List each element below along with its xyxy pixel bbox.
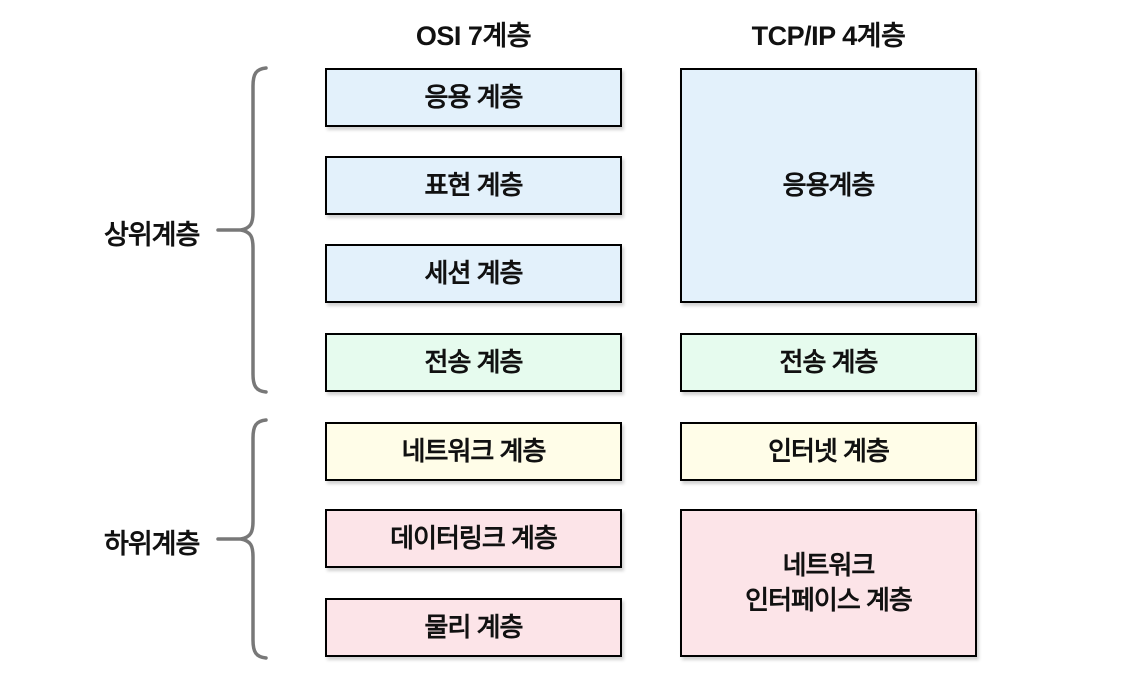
osi-layer-session: 세션 계층 [325,244,622,303]
tcpip-column-header: TCP/IP 4계층 [751,21,906,51]
osi-layer-application: 응용 계층 [325,68,622,127]
lower-layers-brace [216,418,268,660]
osi-layer-transport: 전송 계층 [325,333,622,392]
lower-layers-label: 하위계층 [104,529,200,559]
osi-layer-presentation: 표현 계층 [325,156,622,215]
osi-layer-datalink: 데이터링크 계층 [325,509,622,568]
tcpip-layer-application: 응용계층 [680,68,977,303]
tcpip-layer-transport: 전송 계층 [680,333,977,392]
tcpip-layer-network-interface: 네트워크 인터페이스 계층 [680,509,977,657]
upper-layers-brace [216,66,268,394]
osi-layer-network: 네트워크 계층 [325,422,622,481]
osi-column-header: OSI 7계층 [415,21,532,51]
osi-layer-physical: 물리 계층 [325,598,622,657]
tcpip-layer-internet: 인터넷 계층 [680,422,977,481]
upper-layers-label: 상위계층 [104,220,200,250]
